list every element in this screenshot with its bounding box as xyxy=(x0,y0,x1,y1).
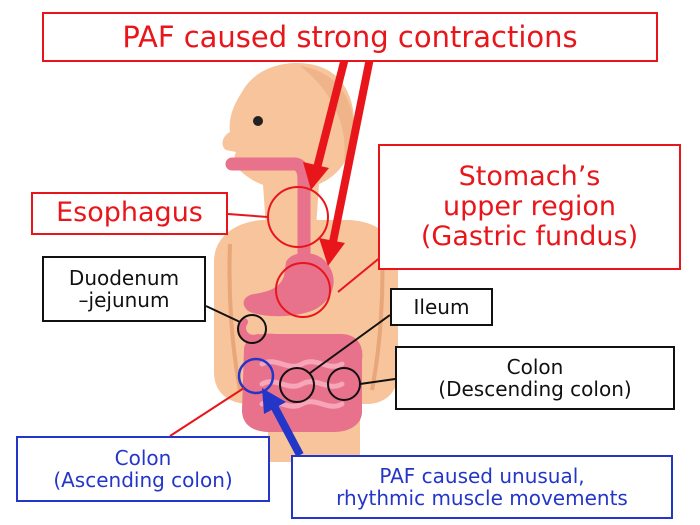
red-arrow-1-head xyxy=(303,162,329,190)
stomach-circle xyxy=(275,262,331,318)
duodenum-label-line-2: –jejunum xyxy=(78,288,170,312)
left-arm-shadow xyxy=(227,243,242,391)
descending-colon-label: Colon (Descending colon) xyxy=(395,346,675,410)
rhythmic-movement-arrow xyxy=(262,388,304,457)
paf-rhythmic-label: PAF caused unusual, rhythmic muscle move… xyxy=(291,455,673,519)
duodenum-label: Duodenum –jejunum xyxy=(42,256,206,322)
stomach-connector xyxy=(337,255,383,293)
stomach-label-line-2: upper region xyxy=(442,190,617,222)
red-arrow-2-head xyxy=(319,238,345,266)
ascending-colon-label-line-1: Colon xyxy=(114,445,172,470)
descending-colon-label-line-1: Colon xyxy=(506,354,564,379)
paf-rhythmic-label-line-2: rhythmic muscle movements xyxy=(336,486,628,510)
title-text: PAF caused strong contractions xyxy=(122,19,578,54)
esophagus-label-text: Esophagus xyxy=(56,197,203,229)
stomach-shape xyxy=(243,253,334,317)
strong-contraction-arrows xyxy=(303,57,374,266)
ascending-colon-circle xyxy=(237,357,275,395)
ileum-label-text: Ileum xyxy=(413,294,470,319)
organ-highlights xyxy=(169,186,396,437)
blue-arrow-head xyxy=(262,388,286,414)
ileum-circle xyxy=(279,367,315,403)
duodenum-label-line-1: Duodenum xyxy=(68,265,180,290)
paf-rhythmic-label-line-1: PAF caused unusual, xyxy=(379,463,585,488)
red-arrow-2-shaft xyxy=(329,57,374,243)
esophagus-connector xyxy=(227,213,269,218)
descending-colon-label-line-2: (Descending colon) xyxy=(438,377,632,401)
ileum-label: Ileum xyxy=(390,288,493,326)
descending-colon-connector xyxy=(359,378,396,385)
duodenum-connector xyxy=(205,305,241,323)
esophagus-label: Esophagus xyxy=(31,192,228,235)
red-arrow-1-shaft xyxy=(313,57,349,169)
stomach-label-line-1: Stomach’s xyxy=(458,160,601,192)
esophagus-tube xyxy=(225,157,311,275)
ascending-colon-label: Colon (Ascending colon) xyxy=(16,436,270,502)
ileum-connector xyxy=(309,314,391,374)
blue-arrow-shaft xyxy=(270,404,304,457)
ascending-colon-connector xyxy=(169,387,245,437)
eye xyxy=(253,116,263,126)
duodenum-circle xyxy=(237,314,267,344)
ascending-colon-label-line-2: (Ascending colon) xyxy=(53,468,233,492)
stomach-label-line-3: (Gastric fundus) xyxy=(420,221,639,253)
stomach-label: Stomach’s upper region (Gastric fundus) xyxy=(378,144,681,270)
title-box: PAF caused strong contractions xyxy=(42,12,658,62)
